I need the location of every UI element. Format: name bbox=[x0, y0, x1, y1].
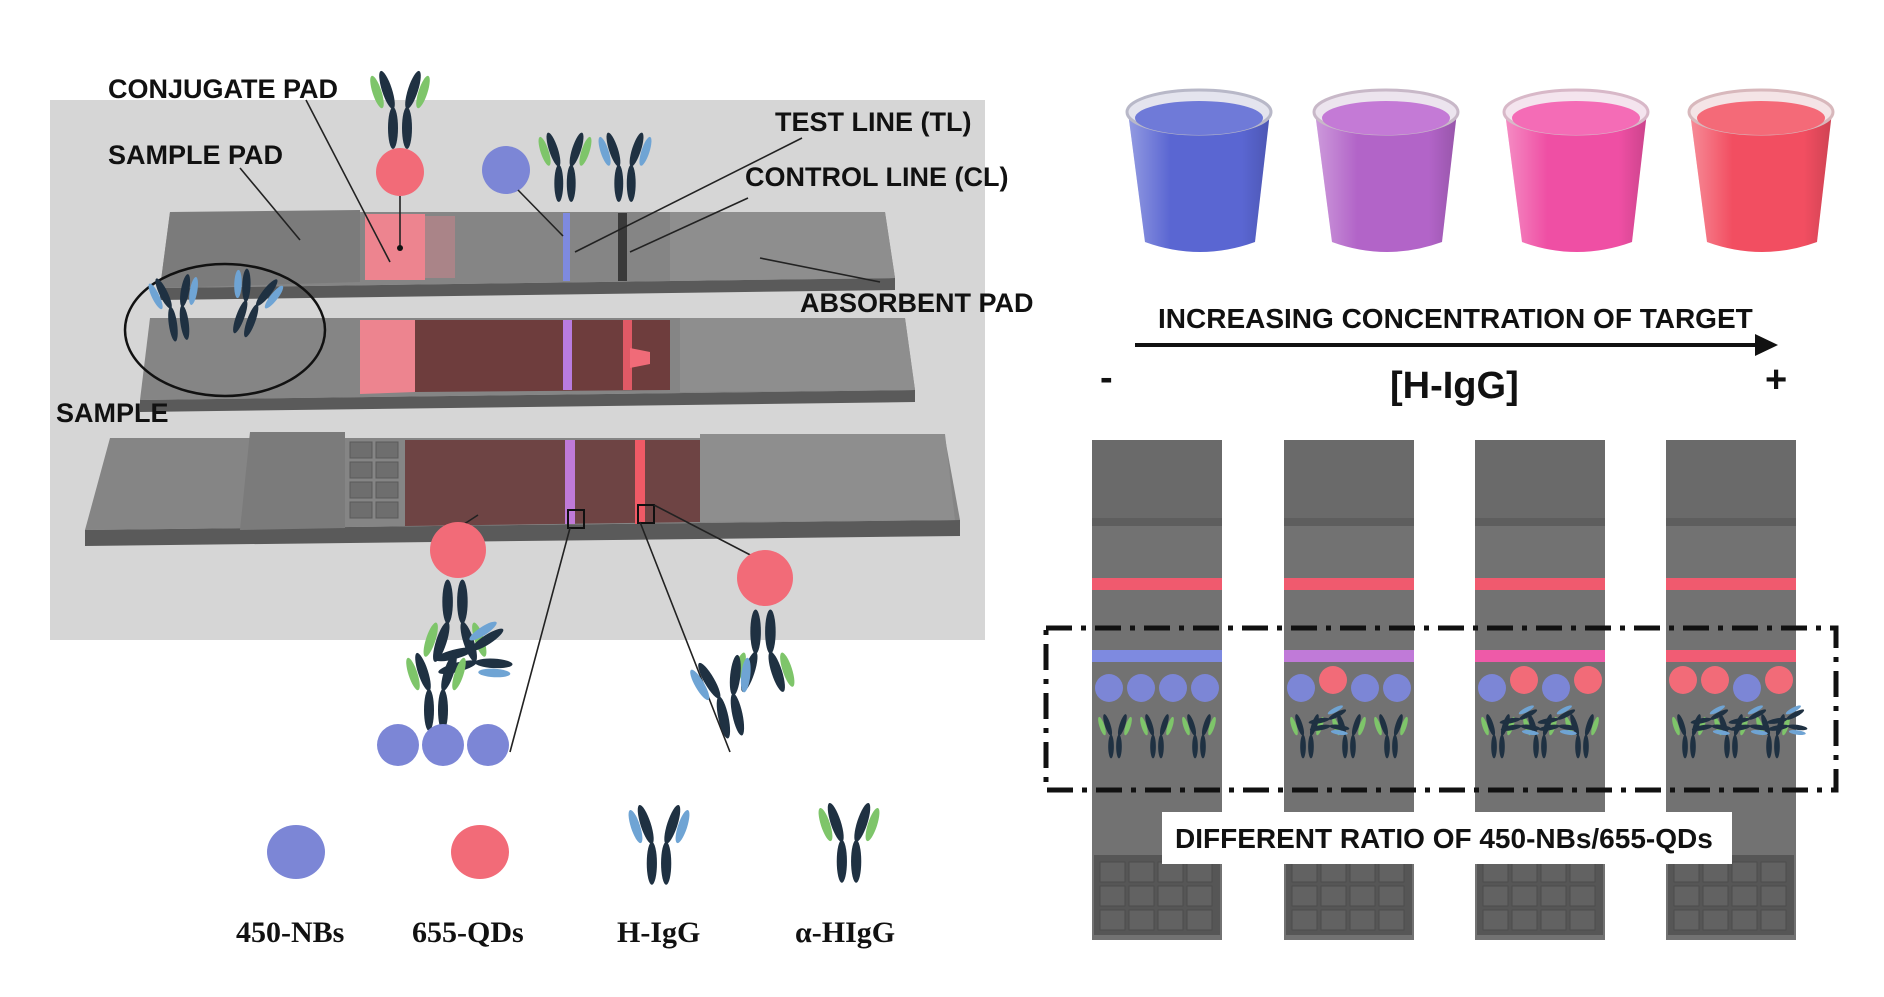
control-line-bottom bbox=[635, 440, 645, 524]
conjugate-pad-pattern bbox=[349, 441, 399, 519]
beaker-2 bbox=[1312, 88, 1460, 252]
strip-middle bbox=[140, 318, 915, 412]
test-band bbox=[1092, 650, 1222, 662]
strip-3 bbox=[1475, 440, 1605, 940]
legend-ahigg-icon bbox=[818, 801, 880, 883]
conjugate-pad-top bbox=[365, 214, 425, 280]
axis-label: INCREASING CONCENTRATION OF TARGET bbox=[1158, 303, 1753, 334]
test-line-bottom bbox=[565, 440, 575, 524]
right-panel: INCREASING CONCENTRATION OF TARGET - [H-… bbox=[1043, 88, 1839, 940]
control-line-middle bbox=[623, 320, 632, 390]
test-band bbox=[1475, 650, 1605, 662]
strip-1 bbox=[1092, 440, 1222, 940]
strip-2 bbox=[1284, 440, 1414, 940]
label-control-line: CONTROL LINE (CL) bbox=[745, 162, 1008, 192]
legend-higg-icon bbox=[628, 803, 690, 885]
test-line-nb bbox=[482, 146, 530, 194]
control-band bbox=[1284, 578, 1414, 590]
left-panel: CONJUGATE PAD SAMPLE PAD TEST LINE (TL) … bbox=[50, 69, 1034, 949]
target-label: [H-IgG] bbox=[1390, 365, 1519, 407]
legend-qd-label: 655-QDs bbox=[412, 916, 524, 949]
strip-top bbox=[160, 210, 895, 300]
label-test-line: TEST LINE (TL) bbox=[775, 107, 971, 137]
test-band bbox=[1284, 650, 1414, 662]
legend-nb-icon bbox=[267, 825, 325, 879]
test-band bbox=[1666, 650, 1796, 662]
label-absorbent-pad: ABSORBENT PAD bbox=[800, 288, 1034, 318]
legend-ahigg-label: α-HIgG bbox=[795, 916, 895, 949]
test-line-top bbox=[563, 213, 570, 281]
plus-sign: + bbox=[1765, 359, 1787, 401]
control-band bbox=[1475, 578, 1605, 590]
ratio-label-bg bbox=[1162, 812, 1732, 864]
strip-bottom bbox=[85, 432, 960, 546]
sample-circle bbox=[123, 262, 327, 398]
result-strips bbox=[1092, 440, 1810, 940]
beaker-4 bbox=[1687, 88, 1835, 252]
control-line-detail bbox=[686, 550, 798, 744]
label-sample: SAMPLE bbox=[56, 398, 169, 428]
control-band bbox=[1092, 578, 1222, 590]
control-band bbox=[1666, 578, 1796, 590]
label-conjugate-pad: CONJUGATE PAD bbox=[108, 74, 338, 104]
beaker-1 bbox=[1125, 88, 1273, 252]
legend-qd-icon bbox=[451, 825, 509, 879]
beaker-3 bbox=[1502, 88, 1650, 252]
strip-4 bbox=[1666, 440, 1810, 940]
control-line-top bbox=[618, 213, 627, 281]
conjugate-qd bbox=[376, 148, 424, 196]
test-line-detail bbox=[377, 522, 518, 766]
legend-higg-label: H-IgG bbox=[617, 916, 700, 949]
arrow-head bbox=[1755, 334, 1778, 356]
highlight-box bbox=[1043, 625, 1839, 793]
minus-sign: - bbox=[1100, 357, 1113, 399]
legend: 450-NBs 655-QDs H-IgG α-HIgG bbox=[236, 801, 895, 949]
ratio-label: DIFFERENT RATIO OF 450-NBs/655-QDs bbox=[1175, 823, 1713, 854]
test-line-middle bbox=[563, 320, 572, 390]
legend-nb-label: 450-NBs bbox=[236, 916, 344, 949]
label-sample-pad: SAMPLE PAD bbox=[108, 140, 283, 170]
